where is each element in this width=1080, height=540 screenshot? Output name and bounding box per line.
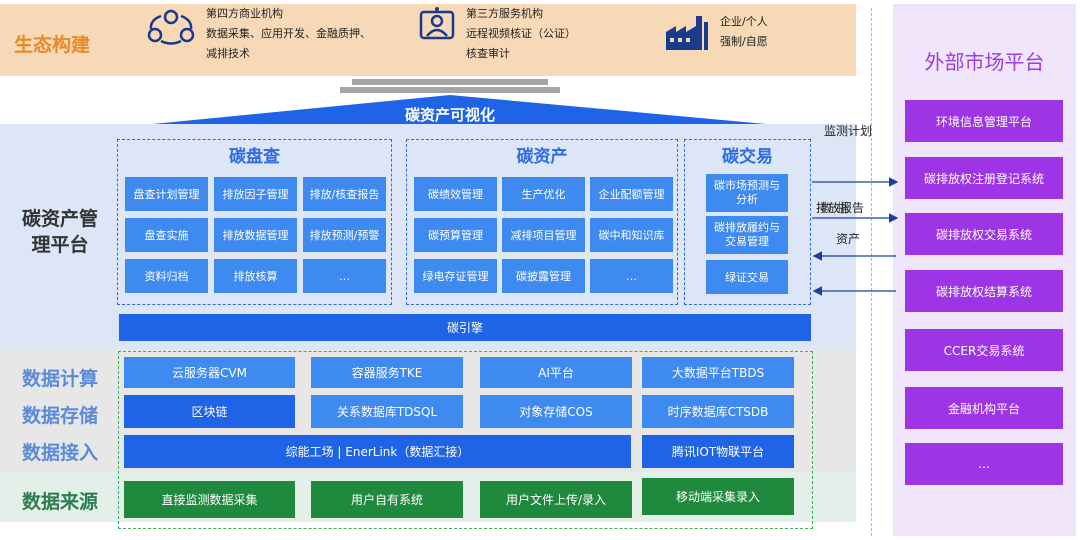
ecosystem-text: 数据采集、应用开发、金融质押、 [206,27,371,40]
module-cell[interactable]: … [303,259,386,293]
ecosystem-text: 远程视频核证（公证） [466,27,576,40]
ecosystem-text: 第四方商业机构 [206,7,283,20]
ecosystem-band [0,4,856,76]
access-cell[interactable]: 腾讯IOT物联平台 [642,435,794,468]
management-title-line: 碳资产管 [21,208,98,230]
section-title: 碳交易 [722,146,773,167]
compute-cell[interactable]: 容器服务TKE [311,357,463,388]
ecosystem-group-fourth-party: 第四方商业机构 数据采集、应用开发、金融质押、 减排技术 [146,6,371,64]
ecosystem-text: 减排技术 [206,47,250,60]
layer-title-storage: 数据存储 [21,405,98,427]
layer-title-source: 数据来源 [21,491,98,513]
module-cell[interactable]: 盘查实施 [125,218,208,252]
module-cell[interactable]: 碳绩效管理 [414,177,497,211]
section-carbon-assets [406,139,678,305]
section-title: 碳资产 [516,146,568,167]
management-platform-title: 碳资产管 理平台 [8,206,112,258]
external-platform-item[interactable]: … [905,443,1063,485]
module-cell[interactable]: 生产优化 [502,177,585,211]
carbon-engine[interactable]: 碳引擎 [119,314,811,341]
module-cell[interactable]: 碳预算管理 [414,218,497,252]
ecosystem-text: 强制/自愿 [720,35,768,48]
compute-cell[interactable]: 大数据平台TBDS [642,357,794,388]
visualization-roof [0,78,856,134]
section-carbon-trading [684,139,811,305]
module-cell-line: 碳市场预测与 [714,179,780,192]
module-cell[interactable]: 排放因子管理 [214,177,297,211]
source-cell[interactable]: 直接监测数据采集 [124,481,295,518]
layer-title-compute: 数据计算 [21,368,98,390]
ecosystem-group-third-party: 第三方服务机构 远程视频核证（公证） 核查审计 [418,6,576,64]
layer-title-access: 数据接入 [21,442,98,464]
arrow-label-emission-report: 排放报告 [816,201,865,215]
module-cell[interactable]: 碳排放履约与 交易管理 [706,216,788,254]
ecosystem-text: 企业/个人 [720,15,768,28]
access-cell[interactable]: 综能工场 | EnerLink（数据汇接） [124,435,631,468]
arrow-label-assets: 资产 [836,232,861,246]
external-market-title: 外部市场平台 [924,50,1045,74]
module-cell[interactable]: 碳市场预测与 分析 [706,174,788,212]
external-platform-item[interactable]: 环境信息管理平台 [905,100,1063,142]
module-cell[interactable]: 排放核算 [214,259,297,293]
external-platform-item[interactable]: 金融机构平台 [905,387,1063,429]
module-cell[interactable]: 盘查计划管理 [125,177,208,211]
storage-cell[interactable]: 对象存储COS [480,395,632,428]
management-title-line: 理平台 [31,234,89,256]
module-cell[interactable]: … [590,259,673,293]
people-network-icon [146,6,196,64]
module-cell[interactable]: 碳中和知识库 [590,218,673,252]
storage-cell[interactable]: 关系数据库TDSQL [311,395,463,428]
module-cell[interactable]: 资料归档 [125,259,208,293]
data-layers-frame [118,351,813,529]
source-cell[interactable]: 用户自有系统 [311,481,463,518]
ecosystem-text: 核查审计 [466,47,510,60]
module-cell[interactable]: 绿证交易 [706,260,788,294]
video-person-icon [418,6,456,64]
source-cell[interactable]: 用户文件上传/录入 [480,481,632,518]
source-cell[interactable]: 移动端采集录入 [642,478,794,515]
ecosystem-group-enterprise: 企业/个人 强制/自愿 [664,12,768,56]
external-platform-item[interactable]: 碳排放权结算系统 [905,270,1063,312]
module-cell-line: 碳排放履约与 [714,221,780,234]
module-cell[interactable]: 碳披露管理 [502,259,585,293]
external-platform-item[interactable]: 碳排放权注册登记系统 [905,157,1063,199]
divider-line [871,8,872,536]
section-title: 碳盘查 [229,146,280,167]
section-carbon-inventory [117,139,392,305]
module-cell[interactable]: 排放预测/预警 [303,218,386,252]
arrow-label-ghost: 数据 [820,201,855,215]
module-cell[interactable]: 企业配额管理 [590,177,673,211]
connector-arrows [812,170,902,304]
module-cell-line: 绿证交易 [725,271,769,284]
module-cell-line: 交易管理 [725,235,769,248]
module-cell-line: 分析 [736,193,758,206]
module-cell[interactable]: 排放/核查报告 [303,177,386,211]
storage-cell[interactable]: 区块链 [124,395,295,428]
external-platform-item[interactable]: CCER交易系统 [905,329,1063,371]
module-cell[interactable]: 减排项目管理 [502,218,585,252]
compute-cell[interactable]: 云服务器CVM [124,357,295,388]
factory-icon [664,12,710,56]
external-platform-item[interactable]: 碳排放权交易系统 [905,213,1063,255]
compute-cell[interactable]: AI平台 [480,357,632,388]
ecosystem-text: 第三方服务机构 [466,7,543,20]
storage-cell[interactable]: 时序数据库CTSDB [642,395,794,428]
arrow-label-monitoring-plan: 监测计划 [824,124,873,138]
module-cell[interactable]: 排放数据管理 [214,218,297,252]
module-cell[interactable]: 绿电存证管理 [414,259,497,293]
ecosystem-title: 生态构建 [14,34,91,56]
visualization-title: 碳资产可视化 [404,105,495,124]
